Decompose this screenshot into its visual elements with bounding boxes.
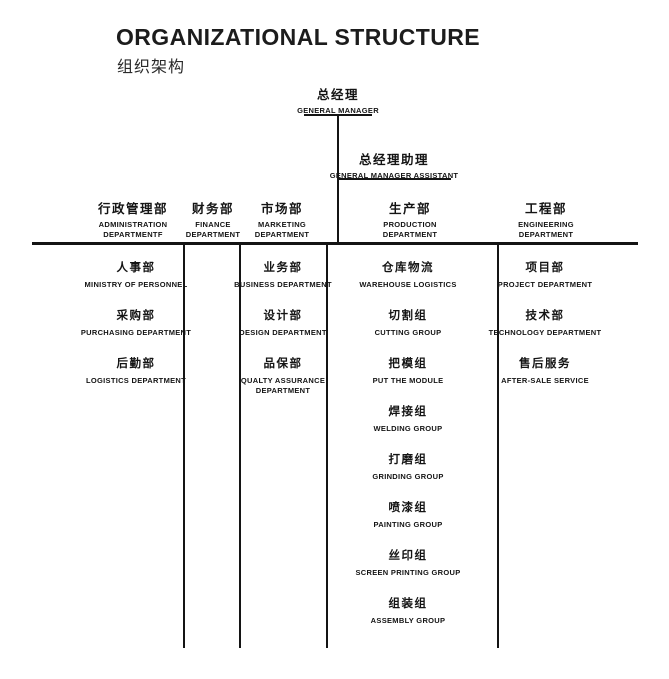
dept-label-cn: 生产部 <box>388 202 431 216</box>
item-label-cn: 售后服务 <box>519 358 571 370</box>
item-technology-department: 技术部 TECHNOLOGY DEPARTMENT <box>489 309 602 338</box>
dept-label-en2: DEPARTMENT <box>382 229 438 239</box>
column-divider-3 <box>326 242 328 648</box>
item-label-en: DESIGN DEPARTMENT <box>239 328 327 337</box>
item-label-en: WELDING GROUP <box>373 424 443 433</box>
departments-connector-line <box>32 242 638 245</box>
item-welding-group: 焊接组 WELDING GROUP <box>374 405 443 434</box>
item-label-cn: 仓库物流 <box>382 262 434 274</box>
item-label-cn: 切割组 <box>388 310 428 322</box>
item-label-en: MINISTRY OF PERSONNEL <box>84 280 188 289</box>
item-grinding-group: 打磨组 GRINDING GROUP <box>372 453 443 482</box>
item-painting-group: 喷漆组 PAINTING GROUP <box>373 501 442 530</box>
item-ministry-of-personnel: 人事部 MINISTRY OF PERSONNEL <box>85 261 188 290</box>
item-label-cn: 项目部 <box>525 262 565 274</box>
column-divider-4 <box>497 242 499 648</box>
item-label-cn: 设计部 <box>263 310 303 322</box>
item-project-department: 项目部 PROJECT DEPARTMENT <box>498 261 592 290</box>
column-divider-2 <box>239 242 241 648</box>
dept-label-cn: 行政管理部 <box>97 202 169 216</box>
item-quality-assurance-department: 品保部 QUALTY ASSURANCE DEPARTMENT <box>241 357 325 395</box>
item-label-cn: 技术部 <box>525 310 565 322</box>
dept-header-production: 生产部 PRODUCTION DEPARTMENT <box>383 202 438 239</box>
dept-label-en2: DEPARTMENT <box>185 229 241 239</box>
node-label-cn: 总经理 <box>316 88 359 102</box>
dept-label-cn: 工程部 <box>524 202 567 216</box>
item-label-cn: 喷漆组 <box>388 502 428 514</box>
dept-header-marketing: 市场部 MARKETING DEPARTMENT <box>255 202 310 239</box>
item-after-sale-service: 售后服务 AFTER-SALE SERVICE <box>501 357 589 386</box>
item-label-cn: 组装组 <box>388 598 428 610</box>
item-label-en: PURCHASING DEPARTMENT <box>80 328 192 337</box>
dept-label-en2: DEPARTMENT <box>254 229 310 239</box>
page-title: ORGANIZATIONAL STRUCTURE <box>116 24 480 50</box>
item-design-department: 设计部 DESIGN DEPARTMENT <box>239 309 326 338</box>
dept-label-cn: 市场部 <box>260 202 303 216</box>
dept-label-en2: DEPARTMENT <box>518 229 574 239</box>
item-label-en: GRINDING GROUP <box>372 472 444 481</box>
item-label-cn: 品保部 <box>263 358 303 370</box>
item-logistics-department: 后勤部 LOGISTICS DEPARTMENT <box>86 357 186 386</box>
item-label-cn: 采购部 <box>116 310 156 322</box>
item-label-en: LOGISTICS DEPARTMENT <box>85 376 187 385</box>
node-label-en: GENERAL MANAGER ASSISTANT <box>329 171 459 180</box>
item-label-cn: 人事部 <box>116 262 156 274</box>
item-label-en: WAREHOUSE LOGISTICS <box>359 280 457 289</box>
item-label-en: AFTER-SALE SERVICE <box>501 376 589 385</box>
item-label-cn: 把模组 <box>388 358 428 370</box>
item-label-en: ASSEMBLY GROUP <box>370 616 446 625</box>
item-label-en2: DEPARTMENT <box>255 385 311 395</box>
item-label-cn: 业务部 <box>263 262 303 274</box>
page-subtitle: 组织架构 <box>117 59 186 76</box>
dept-label-en1: ENGINEERING <box>518 220 574 229</box>
item-label-en: PROJECT DEPARTMENT <box>497 280 593 289</box>
item-label-en: PUT THE MODULE <box>372 376 444 385</box>
item-label-cn: 后勤部 <box>116 358 156 370</box>
dept-header-engineering: 工程部 ENGINEERING DEPARTMENT <box>518 202 574 239</box>
dept-label-en1: ADMINISTRATION <box>98 220 168 229</box>
node-general-manager: 总经理 GENERAL MANAGER <box>297 88 379 116</box>
item-business-department: 业务部 BUSINESS DEPARTMENT <box>234 261 332 290</box>
item-label-en1: QUALTY ASSURANCE <box>240 376 326 385</box>
node-label-cn: 总经理助理 <box>358 153 429 167</box>
item-label-en: CUTTING GROUP <box>374 328 442 337</box>
item-screen-printing-group: 丝印组 SCREEN PRINTING GROUP <box>355 549 460 578</box>
item-label-cn: 打磨组 <box>388 454 428 466</box>
dept-header-administration: 行政管理部 ADMINISTRATION DEPARTMENTF <box>98 202 168 239</box>
dept-label-en2: DEPARTMENTF <box>103 229 163 239</box>
item-label-cn: 丝印组 <box>388 550 428 562</box>
dept-label-en1: MARKETING <box>257 220 307 229</box>
item-assembly-group: 组装组 ASSEMBLY GROUP <box>371 597 446 626</box>
item-purchasing-department: 采购部 PURCHASING DEPARTMENT <box>81 309 191 338</box>
dept-label-en1: FINANCE <box>195 220 231 229</box>
dept-label-cn: 财务部 <box>191 202 234 216</box>
item-cutting-group: 切割组 CUTTING GROUP <box>375 309 442 338</box>
item-warehouse-logistics: 仓库物流 WAREHOUSE LOGISTICS <box>359 261 456 290</box>
item-label-en: SCREEN PRINTING GROUP <box>355 568 461 577</box>
item-label-cn: 焊接组 <box>388 406 428 418</box>
node-general-manager-assistant: 总经理助理 GENERAL MANAGER ASSISTANT <box>330 153 459 181</box>
item-put-the-module: 把模组 PUT THE MODULE <box>373 357 444 386</box>
item-label-en: PAINTING GROUP <box>373 520 443 529</box>
dept-label-en1: PRODUCTION <box>383 220 437 229</box>
node-label-en: GENERAL MANAGER <box>297 106 379 115</box>
column-divider-1 <box>183 242 185 648</box>
dept-header-finance: 财务部 FINANCE DEPARTMENT <box>186 202 241 239</box>
item-label-en: BUSINESS DEPARTMENT <box>234 280 332 289</box>
item-label-en: TECHNOLOGY DEPARTMENT <box>488 328 602 337</box>
gma-underline <box>337 178 451 180</box>
